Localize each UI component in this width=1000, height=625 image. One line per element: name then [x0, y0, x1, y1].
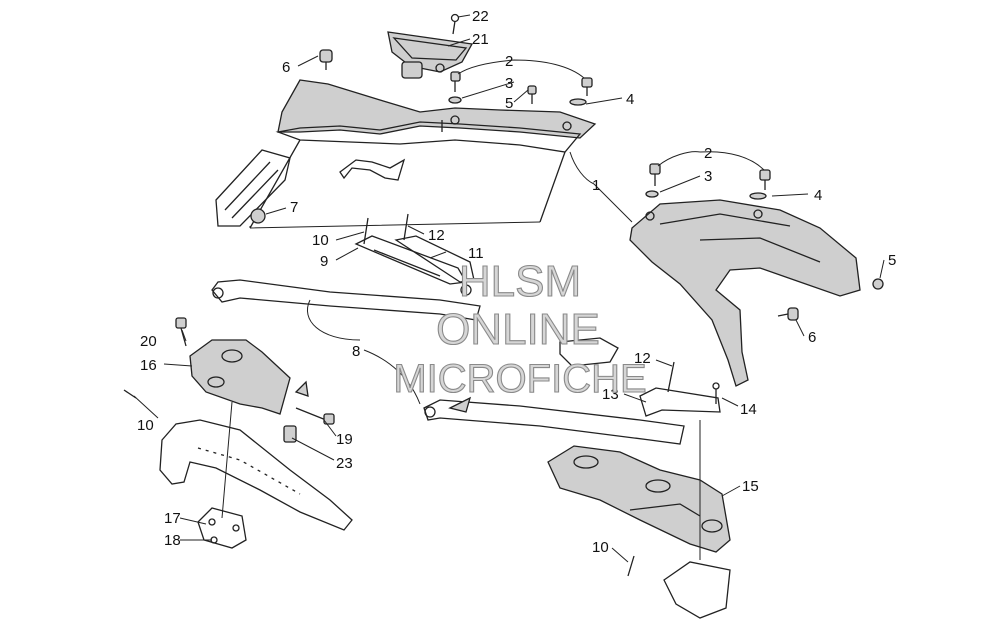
callout-labels: 22 21 2 3 5 4 6 7 1 2 3 4 5 6 10 9 12 11… [137, 8, 896, 556]
part-20-screw [175, 317, 187, 347]
callout-12-lower: 12 [634, 350, 651, 367]
part-12-14-pins-lower [667, 361, 720, 404]
watermark: HLSM ONLINE MICROFICHE [393, 256, 647, 401]
callout-5-top: 5 [505, 95, 513, 112]
part-22-screw [450, 13, 460, 35]
part-19-bolt [295, 407, 335, 425]
side-bracket [215, 149, 291, 227]
part-7-nut [250, 208, 266, 224]
callout-11: 11 [468, 245, 484, 262]
callout-10-left: 10 [137, 417, 154, 434]
callout-6-top: 6 [282, 59, 290, 76]
callout-21: 21 [472, 31, 489, 48]
part-10-12-pins-top [363, 213, 409, 245]
callout-23: 23 [336, 455, 353, 472]
part-1-left-panel [249, 79, 597, 229]
callout-16: 16 [140, 357, 157, 374]
lower-right-bracket [663, 561, 731, 619]
fasteners-right [645, 163, 884, 321]
watermark-line-2: ONLINE [436, 305, 600, 354]
callout-13: 13 [602, 386, 619, 403]
callout-19: 19 [336, 431, 353, 448]
part-6-screw-top [319, 49, 333, 70]
callout-2-right: 2 [704, 145, 712, 162]
callout-18: 18 [164, 532, 181, 549]
callout-1: 1 [592, 177, 600, 194]
upper-rail [211, 279, 481, 321]
watermark-line-1: HLSM [459, 257, 581, 306]
part-10-pin-lower [627, 555, 635, 577]
callout-14: 14 [740, 401, 757, 418]
part-15-mount-plate [547, 445, 731, 553]
callout-4-top: 4 [626, 91, 634, 108]
callout-3-right: 3 [704, 168, 712, 185]
callout-8: 8 [352, 343, 360, 360]
callout-2-top: 2 [505, 53, 513, 70]
part-13-bracket [559, 337, 721, 417]
part-9-bracket [354, 235, 468, 285]
part-11-bracket [394, 235, 475, 296]
callout-3-top: 3 [505, 75, 513, 92]
part-1-right-panel [629, 199, 861, 387]
callout-9: 9 [320, 253, 328, 270]
callout-10-lower: 10 [592, 539, 609, 556]
callout-12-upper: 12 [428, 227, 445, 244]
callout-20: 20 [140, 333, 157, 350]
fasteners-top [448, 71, 593, 106]
frame-outline [159, 419, 353, 531]
callout-6-right: 6 [808, 329, 816, 346]
callout-10-upper: 10 [312, 232, 329, 249]
part-21-housing [387, 31, 474, 79]
callout-4-right: 4 [814, 187, 822, 204]
callout-7: 7 [290, 199, 298, 216]
watermark-line-3: MICROFICHE [393, 357, 646, 401]
callout-5-right: 5 [888, 252, 896, 269]
callout-17: 17 [164, 510, 181, 527]
callout-22: 22 [472, 8, 489, 25]
wire-clip [339, 158, 406, 181]
leader-lines [133, 14, 885, 563]
callout-15: 15 [742, 478, 759, 495]
lower-rail [423, 396, 685, 445]
part-16-bracket [189, 339, 309, 415]
